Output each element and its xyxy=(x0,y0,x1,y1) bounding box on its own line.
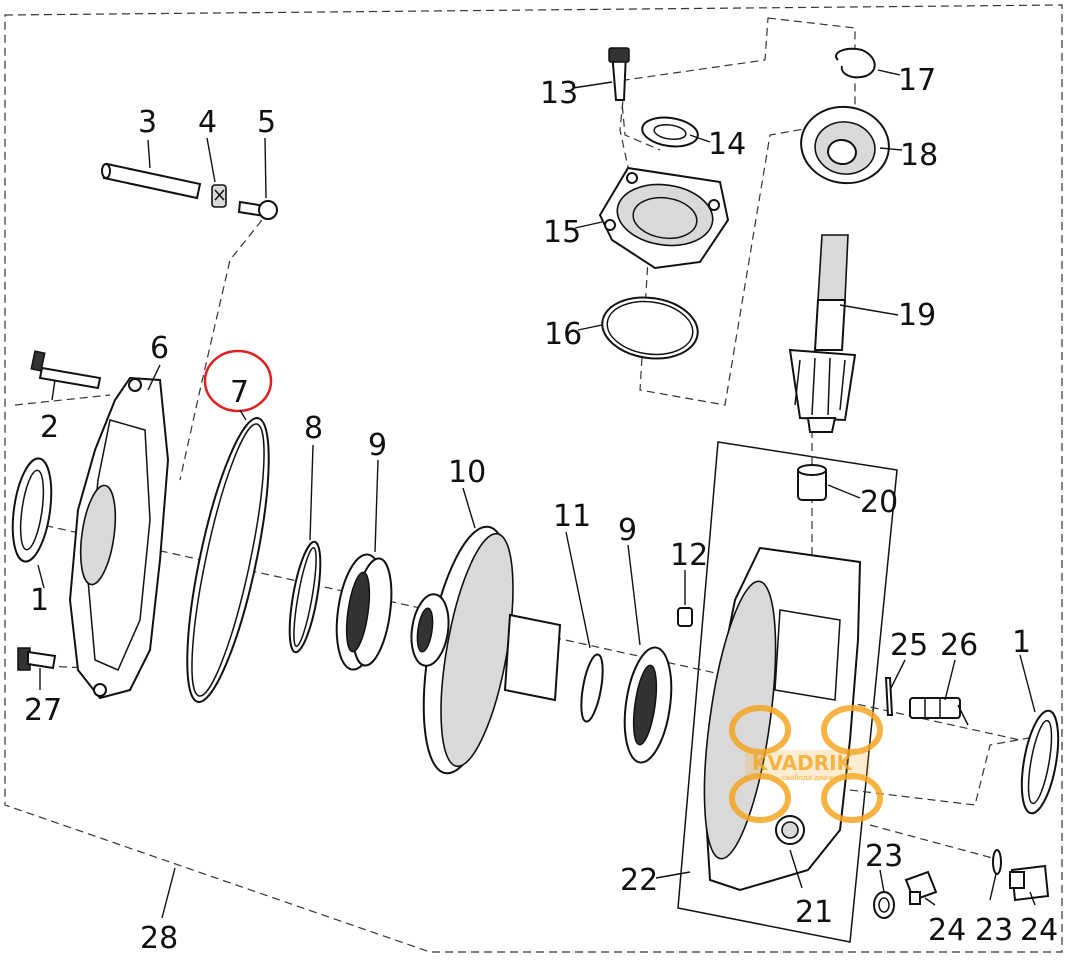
part-22-gear-housing xyxy=(703,546,862,892)
highlight-circle-part-7 xyxy=(203,349,273,413)
label-23-right: 23 xyxy=(975,913,1013,948)
label-20: 20 xyxy=(860,485,898,520)
watermark-brand: KVADRIK xyxy=(752,751,854,775)
label-25: 25 xyxy=(890,628,928,663)
part-11-snap-ring xyxy=(580,653,604,723)
part-6-cover-plate xyxy=(68,376,170,700)
label-13: 13 xyxy=(540,76,578,111)
part-9-bearing-right xyxy=(623,646,673,764)
label-10: 10 xyxy=(448,455,486,490)
part-15-pinion-housing xyxy=(598,166,730,270)
part-18-bearing xyxy=(800,105,890,185)
label-6: 6 xyxy=(150,331,169,366)
assembly-outline-28 xyxy=(4,4,1063,953)
part-16-o-ring xyxy=(601,296,699,360)
label-16: 16 xyxy=(544,317,582,352)
part-1-oil-seal-left xyxy=(11,457,53,563)
label-17: 17 xyxy=(898,63,936,98)
label-12: 12 xyxy=(670,538,708,573)
part-1-oil-seal-right xyxy=(1020,709,1060,815)
part-5-fitting xyxy=(237,200,278,220)
label-22: 22 xyxy=(620,863,658,898)
part-10-ring-gear xyxy=(410,525,562,775)
label-2: 2 xyxy=(40,410,59,445)
label-7: 7 xyxy=(230,375,249,410)
label-5: 5 xyxy=(257,105,276,140)
part-9-bearing-left xyxy=(335,553,393,671)
part-26-sensor xyxy=(909,697,969,726)
label-1-left: 1 xyxy=(30,583,49,618)
axis-line-right xyxy=(849,734,1046,806)
axis-line-bottom xyxy=(869,824,1001,861)
bolt-axis-line-2 xyxy=(14,394,111,406)
subassembly-outline-upper xyxy=(619,17,856,406)
part-23-washer-right xyxy=(992,849,1002,875)
label-21: 21 xyxy=(795,895,833,930)
part-23-washer-left xyxy=(873,891,895,919)
part-17-circlip xyxy=(835,47,876,79)
part-21-plug xyxy=(781,821,799,839)
part-13-bolt xyxy=(608,47,630,101)
part-7-o-ring xyxy=(186,417,270,703)
label-3: 3 xyxy=(138,105,157,140)
label-26: 26 xyxy=(940,628,978,663)
label-4: 4 xyxy=(198,105,217,140)
label-8: 8 xyxy=(304,411,323,446)
label-18: 18 xyxy=(900,138,938,173)
part-19-pinion-shaft xyxy=(788,234,857,433)
part-8-snap-ring xyxy=(288,540,322,654)
watermark-tagline: свобода движения xyxy=(782,774,852,782)
part-25-pin xyxy=(884,677,894,716)
part-20-bushing xyxy=(797,464,827,501)
label-24-left: 24 xyxy=(928,913,966,948)
part-12-bushing xyxy=(677,607,693,627)
label-9-left: 9 xyxy=(368,428,387,463)
part-24-plug-right xyxy=(1009,864,1050,902)
part-27-bolt xyxy=(17,647,57,671)
label-28: 28 xyxy=(140,921,178,956)
label-15: 15 xyxy=(543,215,581,250)
label-14: 14 xyxy=(708,127,746,162)
label-9-right: 9 xyxy=(618,513,637,548)
label-23-left: 23 xyxy=(865,839,903,874)
label-19: 19 xyxy=(898,298,936,333)
part-24-plug-left xyxy=(904,870,938,905)
leader-lines xyxy=(37,69,1036,919)
label-11: 11 xyxy=(553,499,591,534)
part-4-clip xyxy=(211,184,227,208)
label-1-right: 1 xyxy=(1012,625,1031,660)
pin-axis-line xyxy=(179,209,271,481)
housing-frame-22 xyxy=(677,441,898,943)
kvadrik-watermark-logo: KVADRIK свобода движения xyxy=(729,705,883,823)
part-14-seal xyxy=(641,116,699,148)
label-27: 27 xyxy=(24,693,62,728)
part-number-labels: 1 2 3 4 5 6 7 8 9 10 11 9 12 13 14 15 16… xyxy=(24,63,1058,956)
label-24-right: 24 xyxy=(1020,913,1058,948)
part-3-shaft-pin xyxy=(101,162,202,200)
part-2-bolt xyxy=(30,350,102,390)
